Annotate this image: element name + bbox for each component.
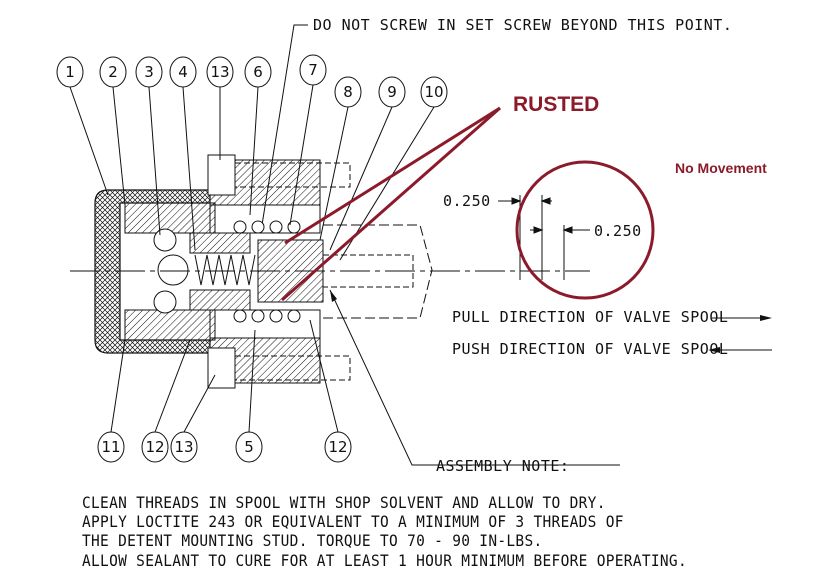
set-screw-note-text: DO NOT SCREW IN SET SCREW BEYOND THIS PO… — [313, 16, 732, 34]
balloon-circle — [235, 431, 263, 463]
dimension-left-label: 0.250 — [443, 192, 491, 210]
balloon-bottom-5: 5 — [235, 329, 263, 463]
balloon-circle — [420, 76, 448, 108]
balloon-number: 6 — [253, 63, 263, 81]
set-screw-note: DO NOT SCREW IN SET SCREW BEYOND THIS PO… — [261, 16, 732, 226]
balloon-circle — [99, 56, 127, 88]
leader-line — [112, 86, 126, 206]
leader-line — [289, 84, 314, 226]
balloon-circle — [170, 431, 198, 463]
leader-line — [249, 86, 259, 216]
balloon-circle — [324, 431, 352, 463]
rusted-callout — [281, 106, 501, 302]
dimension-right-label: 0.250 — [594, 222, 642, 240]
leader-line — [69, 86, 109, 196]
balloon-top-6: 6 — [244, 56, 272, 216]
balloon-number: 7 — [308, 61, 318, 79]
balloon-bottom-11: 11 — [97, 339, 126, 463]
balloon-bottom-12: 12 — [309, 319, 352, 463]
balloon-bottom-13: 13 — [170, 374, 216, 463]
balloon-top-7: 7 — [289, 54, 327, 226]
note-line-3: THE DETENT MOUNTING STUD. TORQUE TO 70 -… — [82, 533, 543, 551]
balloon-number: 12 — [145, 438, 164, 456]
balloon-number: 9 — [387, 83, 397, 101]
balloon-number: 4 — [178, 63, 188, 81]
detent-balls — [153, 220, 301, 323]
balloon-circle — [56, 56, 84, 88]
pull-direction-label: PULL DIRECTION OF VALVE SPOOL — [452, 308, 728, 326]
balloon-circle — [97, 431, 125, 463]
balloon-number: 11 — [101, 438, 120, 456]
pull-arrow-icon — [712, 315, 772, 321]
assembly-note-leader — [329, 289, 620, 466]
balloon-number: 13 — [174, 438, 193, 456]
note-line-1: CLEAN THREADS IN SPOOL WITH SHOP SOLVENT… — [82, 495, 606, 513]
balloon-circle — [378, 76, 406, 108]
balloon-number: 12 — [328, 438, 347, 456]
balloon-number: 8 — [343, 83, 353, 101]
no-movement-circle — [515, 160, 655, 300]
balloon-number: 2 — [108, 63, 118, 81]
balloon-circle — [206, 56, 234, 88]
balloon-number: 5 — [244, 438, 254, 456]
leader-line — [183, 374, 216, 433]
leader-line — [148, 86, 161, 236]
push-direction-label: PUSH DIRECTION OF VALVE SPOOL — [452, 340, 728, 358]
leader-line — [309, 319, 339, 433]
balloon-circle — [299, 54, 327, 86]
balloon-bottom-12: 12 — [141, 339, 191, 463]
assembly-note-title: ASSEMBLY NOTE: — [436, 457, 569, 475]
spring — [194, 254, 256, 286]
balloon-top-1: 1 — [56, 56, 109, 196]
balloon-circle — [169, 56, 197, 88]
balloon-number: 3 — [144, 63, 154, 81]
leader-line — [248, 329, 256, 433]
balloon-top-13: 13 — [206, 56, 234, 160]
dimension-0250 — [498, 195, 590, 280]
balloon-top-4: 4 — [169, 56, 197, 251]
balloon-number: 10 — [424, 83, 443, 101]
leader-line — [110, 339, 126, 433]
balloon-number: 13 — [210, 63, 229, 81]
balloon-circle — [141, 431, 169, 463]
no-movement-label: No Movement — [675, 160, 767, 176]
balloon-top-2: 2 — [99, 56, 127, 206]
note-line-2: APPLY LOCTITE 243 OR EQUIVALENT TO A MIN… — [82, 514, 624, 532]
mounting-screw-top — [207, 154, 351, 196]
push-arrow-icon — [708, 347, 772, 353]
balloon-top-9: 9 — [329, 76, 406, 251]
balloon-top-3: 3 — [135, 56, 163, 236]
balloon-number: 1 — [65, 63, 75, 81]
note-line-4: ALLOW SEALANT TO CURE FOR AT LEAST 1 HOU… — [82, 553, 687, 571]
rusted-label: RUSTED — [513, 93, 599, 116]
leader-line — [182, 86, 196, 251]
balloon-circle — [135, 56, 163, 88]
leader-line — [154, 339, 191, 433]
leader-line — [329, 106, 393, 251]
mounting-screw-bottom — [207, 347, 351, 389]
balloon-circle — [334, 76, 362, 108]
balloon-circle — [244, 56, 272, 88]
